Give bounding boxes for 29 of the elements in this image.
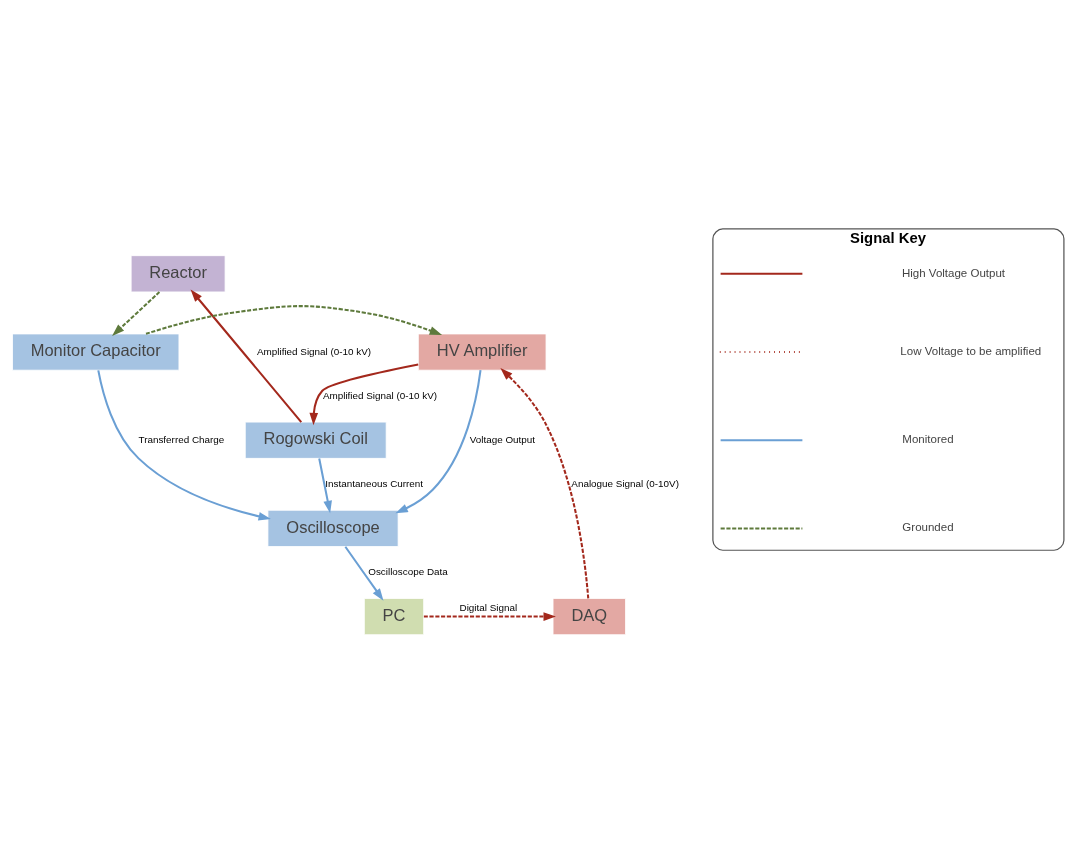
edge-label: Amplified Signal (0-10 kV)	[256, 345, 372, 357]
edge-label: Analogue Signal (0-10V)	[571, 477, 679, 489]
node-box: Monitor Capacitor	[12, 333, 180, 371]
edge-label: Transferred Charge	[138, 433, 225, 445]
legend-label: Monitored	[902, 432, 954, 445]
node-box: Reactor	[130, 254, 226, 292]
edge-label: Digital Signal	[459, 601, 518, 613]
arrow	[145, 304, 443, 335]
arrow	[318, 457, 332, 513]
node-box: HV Amplifier	[417, 333, 547, 371]
arrow	[112, 290, 161, 336]
edge-label: Instantaneous Current	[325, 477, 424, 489]
edge-label: Voltage Output	[469, 433, 536, 445]
arrow	[309, 363, 419, 425]
legend-label: High Voltage Output	[901, 266, 1006, 279]
node-box: Oscilloscope	[267, 509, 399, 547]
arrow	[423, 611, 556, 621]
arrow	[97, 369, 271, 521]
arrow	[344, 545, 384, 601]
node-box: DAQ	[552, 597, 626, 635]
node-box: Rogowski Coil	[244, 421, 387, 459]
arrow	[395, 369, 482, 513]
node-box: PC	[363, 597, 425, 635]
edge-label: Amplified Signal (0-10 kV)	[322, 389, 438, 401]
legend-label: Grounded	[902, 520, 954, 533]
arrow	[500, 367, 590, 599]
arrow	[190, 289, 303, 423]
legend-label: Low Voltage to be amplified	[900, 344, 1042, 357]
edge-label: Oscilloscope Data	[368, 565, 448, 577]
